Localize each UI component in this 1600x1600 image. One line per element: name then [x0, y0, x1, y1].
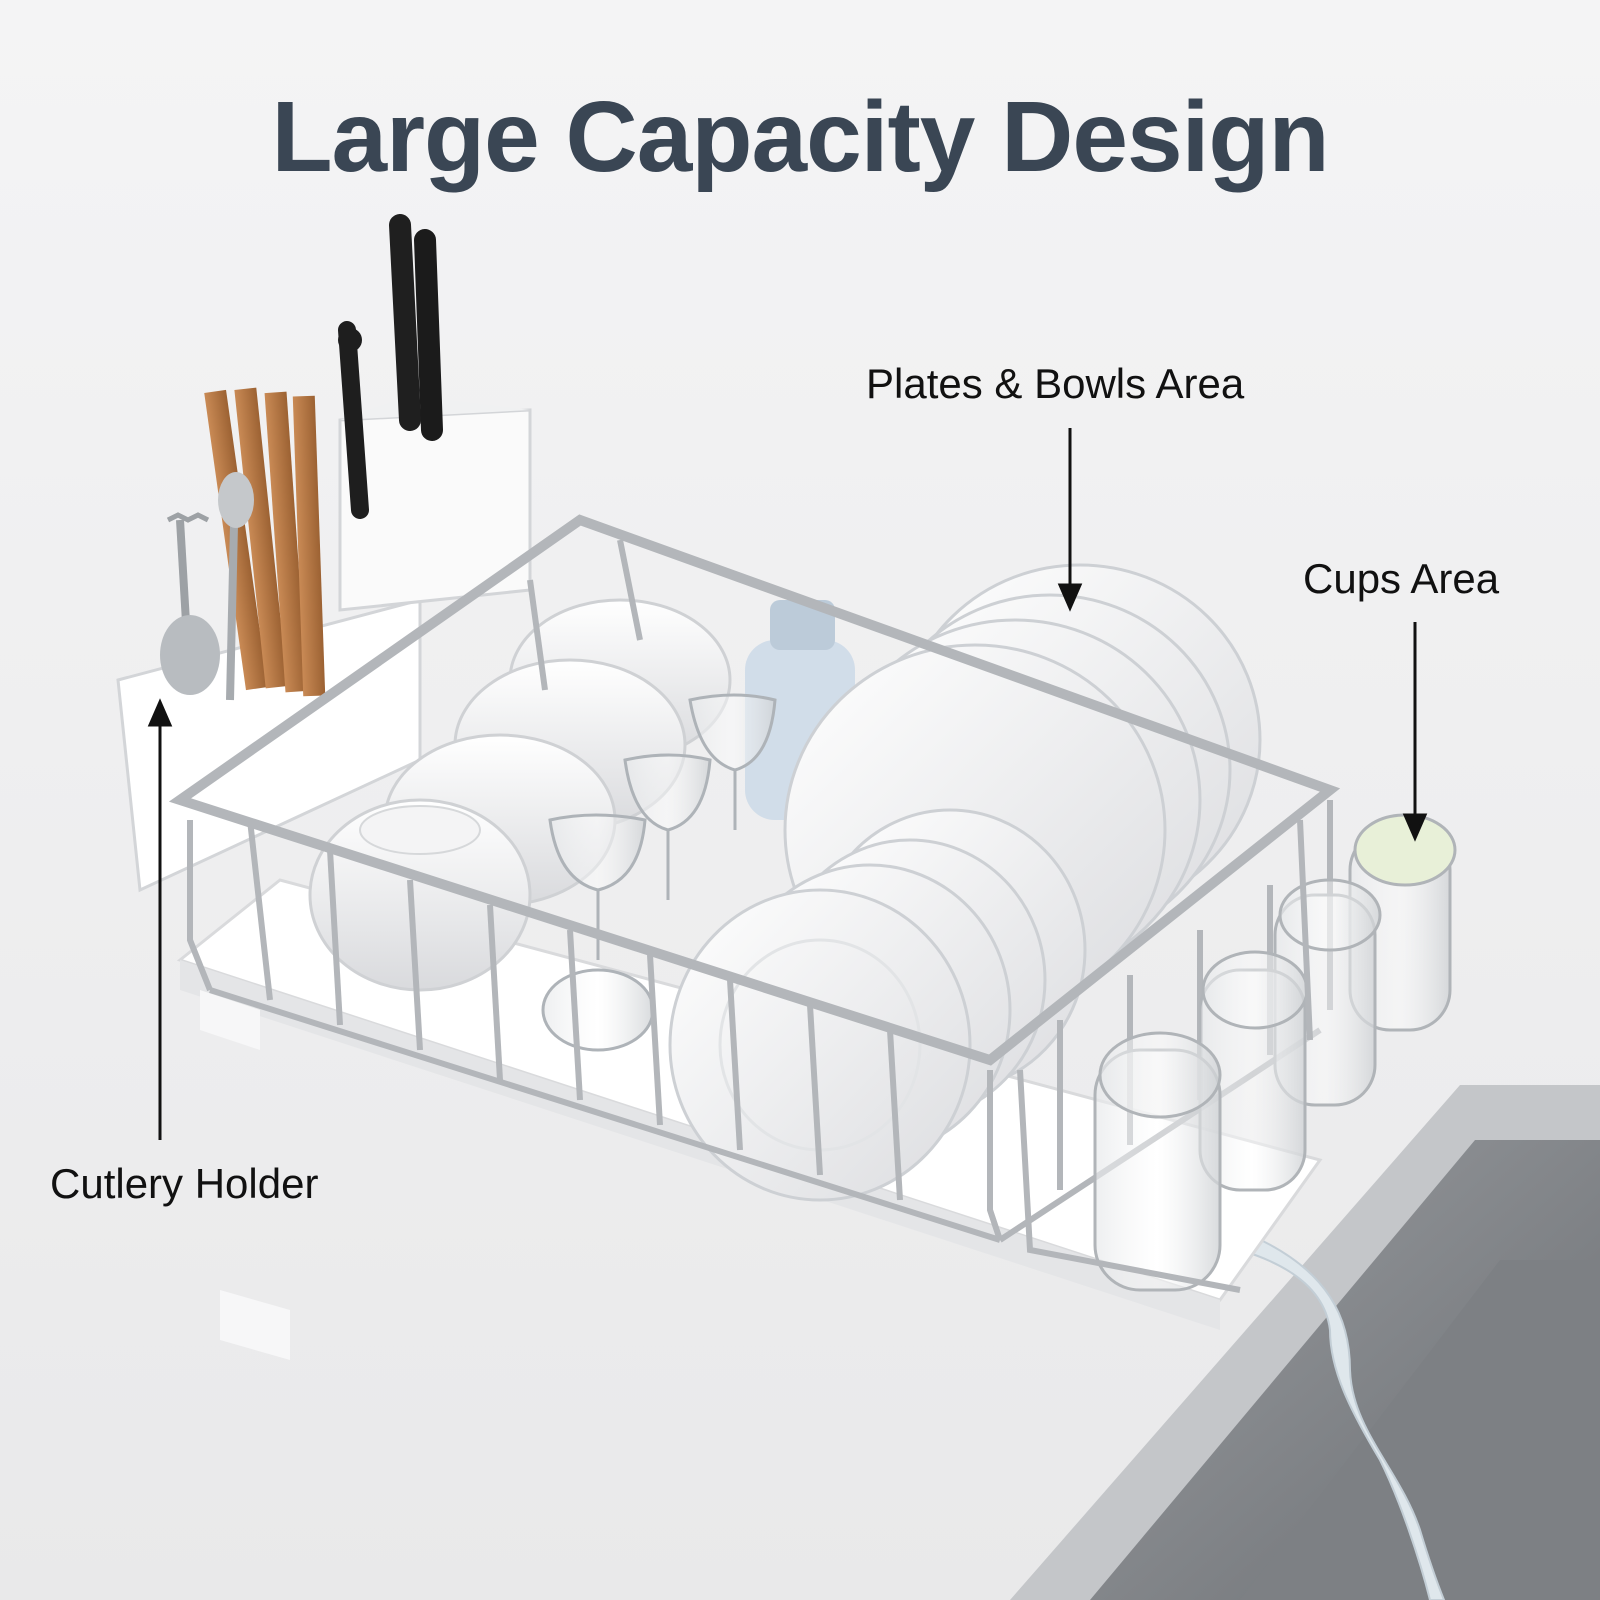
plates: [668, 563, 1262, 1202]
wire-basket: [168, 514, 1341, 1243]
cutlery-holder-unit: [116, 214, 532, 893]
cutlery-holder-label: Cutlery Holder: [50, 1160, 319, 1207]
cups: [1093, 813, 1457, 1292]
page-title: Large Capacity Design: [271, 81, 1329, 193]
wine-glasses: [541, 693, 777, 1052]
callout-arrows: [147, 428, 1428, 1140]
cups-area-label: Cups Area: [1303, 555, 1500, 602]
cup-holder-frame: [1017, 819, 1313, 1293]
bowls: [308, 598, 732, 992]
plates-bowls-area-label: Plates & Bowls Area: [866, 360, 1245, 407]
water-stream: [1238, 1233, 1446, 1600]
